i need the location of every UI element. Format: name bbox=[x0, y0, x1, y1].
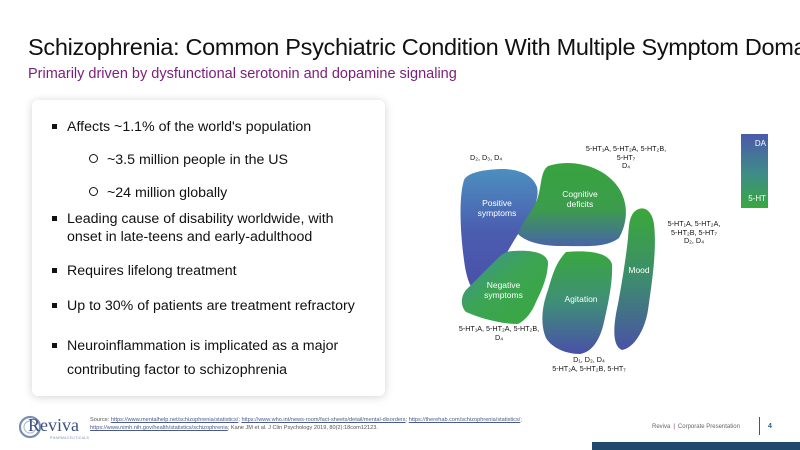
receptor-line: D₂, D₄ bbox=[683, 236, 705, 245]
positive-symptoms-label: Positive symptoms bbox=[472, 198, 522, 218]
logo-text: Reviva bbox=[28, 415, 79, 435]
page-subtitle: Primarily driven by dysfunctional seroto… bbox=[28, 66, 457, 82]
mood-label: Mood bbox=[628, 265, 650, 275]
positive-symptoms-region bbox=[460, 169, 538, 294]
logo-subtext: PHARMACEUTICALS bbox=[50, 436, 90, 440]
footer-divider bbox=[759, 417, 760, 435]
bullet-circle-icon bbox=[89, 187, 98, 196]
receptor-line: D₁, D₂, D₄ bbox=[573, 355, 605, 364]
bullet-square-icon bbox=[52, 343, 57, 348]
receptor-line: 5-HT₂B, 5-HT₇ bbox=[671, 227, 717, 237]
agitation-label: Agitation bbox=[564, 294, 598, 304]
receptor-line: 5-HT₁A, 5-HT₂A, 5-HT₂B, bbox=[585, 144, 667, 153]
bullet-text: Requires lifelong treatment bbox=[67, 263, 237, 279]
bullet-circle-icon bbox=[89, 154, 98, 163]
mood-region bbox=[614, 208, 655, 350]
presentation-name: Corporate Presentation bbox=[677, 424, 740, 430]
source-prefix: Source: bbox=[90, 417, 111, 423]
sub-bullet-item: ~24 million globally bbox=[89, 185, 227, 201]
da-5ht-legend: DA 5-HT bbox=[741, 134, 768, 208]
receptor-line: 5-HT₂A, 5-HT₂B, 5-HT₇ bbox=[552, 363, 626, 373]
source-suffix: ; Kane JM et al. J Clin Psychology 2019,… bbox=[227, 425, 378, 431]
domain-label-line: symptoms bbox=[484, 290, 523, 300]
domain-label-line: deficits bbox=[566, 199, 594, 209]
cognitive-receptors-label: 5-HT₁A, 5-HT₂A, 5-HT₂B, 5-HT₇ D₄ bbox=[584, 144, 668, 171]
page-title: Schizophrenia: Common Psychiatric Condit… bbox=[28, 34, 800, 60]
receptor-line: D₄ bbox=[621, 161, 631, 170]
domain-label-line: Cognitive bbox=[562, 189, 598, 199]
domain-label-line: symptoms bbox=[477, 208, 517, 218]
bullet-text: Affects ~1.1% of the world's population bbox=[67, 119, 312, 135]
bullet-square-icon bbox=[52, 216, 57, 221]
sub-bullet-text: ~3.5 million people in the US bbox=[107, 152, 289, 168]
bullet-text: Neuroinflammation is implicated as a maj… bbox=[67, 338, 339, 378]
brand-name: Reviva bbox=[652, 424, 671, 430]
negative-symptoms-region bbox=[461, 250, 548, 324]
positive-receptors-label: D₂, D₃, D₄ bbox=[470, 153, 503, 162]
agitation-region bbox=[542, 251, 613, 354]
source-link[interactable]: https://www.nimh.nih.gov/health/statisti… bbox=[90, 425, 228, 431]
sub-bullet-text: ~24 million globally bbox=[107, 185, 228, 201]
receptor-line: D₄ bbox=[494, 332, 504, 342]
da-5ht-legend-bar bbox=[741, 134, 768, 208]
sub-bullet-item: ~3.5 million people in the US bbox=[89, 152, 288, 168]
legend-da-label: DA bbox=[754, 139, 766, 148]
bullet-text: Leading cause of disability worldwide, w… bbox=[67, 211, 334, 245]
bullet-square-icon bbox=[52, 303, 57, 308]
source-link[interactable]: https://www.mentalhelp.net/schizophrenia… bbox=[110, 417, 239, 423]
footer-brand: Reviva|Corporate Presentation bbox=[652, 424, 740, 430]
source-link[interactable]: https://therehab.com/schizophrenia/stati… bbox=[408, 417, 521, 423]
source-link[interactable]: https://www.who.int/news-room/fact-sheet… bbox=[241, 417, 406, 423]
cognitive-deficits-region bbox=[518, 163, 626, 247]
source-citation: Source: https://www.mentalhelp.net/schiz… bbox=[90, 417, 522, 431]
receptor-line: 5-HT₁A, 5-HT₂A, 5-HT₂B, bbox=[458, 324, 540, 333]
footer-accent-bar bbox=[592, 442, 800, 450]
facts-card: Affects ~1.1% of the world's population … bbox=[32, 100, 385, 396]
agitation-receptors-label: D₁, D₂, D₄ 5-HT₂A, 5-HT₂B, 5-HT₇ bbox=[550, 355, 628, 373]
page-number: 4 bbox=[768, 423, 772, 430]
receptor-line: 5-HT₁A, 5-HT₂A, bbox=[667, 219, 721, 228]
mood-receptors-label: 5-HT₁A, 5-HT₂A, 5-HT₂B, 5-HT₇ D₂, D₄ bbox=[662, 219, 726, 246]
reviva-logo bbox=[19, 415, 42, 439]
legend-5ht-label: 5-HT bbox=[748, 194, 766, 203]
bullet-text: Up to 30% of patients are treatment refr… bbox=[67, 298, 355, 314]
negative-receptors-label: 5-HT₁A, 5-HT₂A, 5-HT₂B, D₄ bbox=[456, 324, 542, 342]
domain-label-line: Positive bbox=[482, 198, 512, 208]
domain-label-line: Negative bbox=[486, 280, 521, 290]
negative-symptoms-label: Negative symptoms bbox=[476, 280, 531, 300]
bullet-square-icon bbox=[52, 124, 57, 129]
bullet-square-icon bbox=[52, 268, 57, 273]
receptor-line: 5-HT₇ bbox=[616, 152, 636, 162]
cognitive-deficits-label: Cognitive deficits bbox=[555, 189, 605, 209]
